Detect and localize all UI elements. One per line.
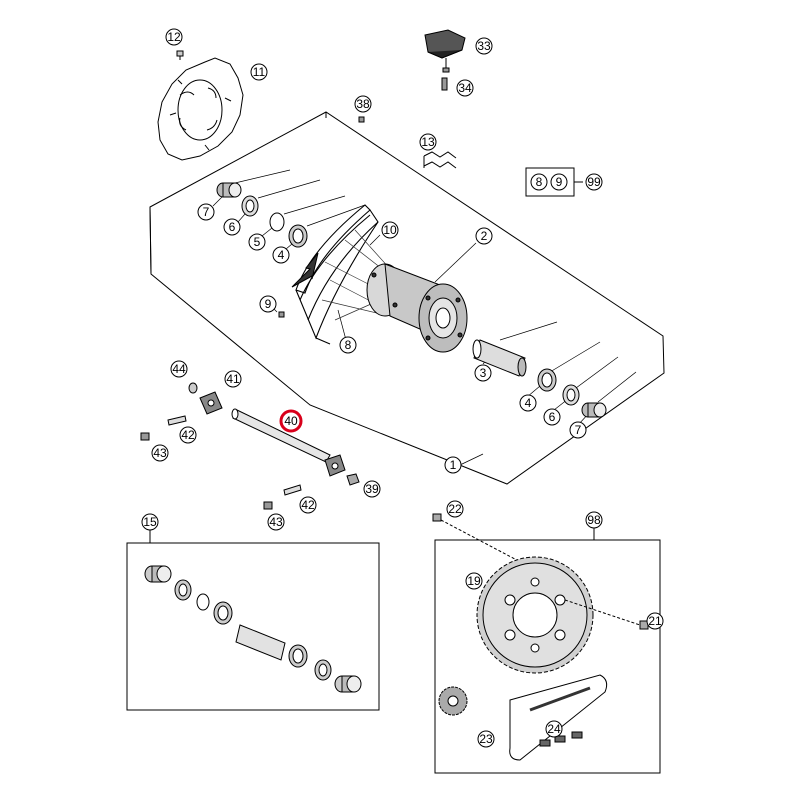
- bearing-4-right[interactable]: [537, 368, 557, 392]
- callout-42-right[interactable]: 42: [301, 498, 315, 512]
- callout-24[interactable]: 24: [547, 722, 561, 736]
- nipple-part-38[interactable]: [358, 116, 365, 123]
- axle-nut-39[interactable]: [346, 473, 360, 486]
- callout-2[interactable]: 2: [481, 229, 488, 243]
- front-sprocket[interactable]: [438, 686, 468, 716]
- callout-40-highlight[interactable]: [279, 409, 303, 433]
- chain-adjuster-41-right[interactable]: [324, 454, 346, 477]
- callout-33[interactable]: 33: [477, 39, 491, 53]
- callout-13[interactable]: 13: [421, 135, 435, 149]
- callout-9[interactable]: 9: [265, 297, 272, 311]
- callout-7-left[interactable]: 7: [203, 205, 210, 219]
- callout-15[interactable]: 15: [143, 515, 157, 529]
- callout-10[interactable]: 10: [383, 223, 397, 237]
- spacer-7-right[interactable]: [581, 402, 607, 418]
- callout-7-right[interactable]: 7: [575, 423, 582, 437]
- callout-12[interactable]: 12: [167, 30, 181, 44]
- seal-6-left[interactable]: [241, 195, 259, 217]
- callout-labels: 12 11 33 34 38 13 99 7 6 5 4 10 2 9 8 3 …: [143, 30, 662, 746]
- seal-6-right[interactable]: [562, 384, 580, 406]
- bearing-4-left[interactable]: [288, 224, 308, 248]
- callout-21[interactable]: 21: [648, 614, 662, 628]
- callout-98[interactable]: 98: [587, 513, 601, 527]
- callout-23[interactable]: 23: [479, 732, 493, 746]
- kit-box: [525, 167, 583, 197]
- chain-23[interactable]: [509, 674, 608, 761]
- adjust-screw-42-right[interactable]: [283, 484, 302, 496]
- kit-label-8: 8: [536, 175, 543, 189]
- callout-43-left[interactable]: 43: [153, 446, 167, 460]
- washer-44[interactable]: [188, 382, 198, 394]
- callout-11[interactable]: 11: [253, 65, 266, 79]
- nipple-9[interactable]: [278, 311, 285, 318]
- axle-spacer-3[interactable]: [472, 339, 527, 377]
- callout-38[interactable]: 38: [356, 97, 370, 111]
- nut-43-right[interactable]: [263, 501, 273, 510]
- chain-adjuster-41[interactable]: [199, 391, 223, 415]
- callout-22[interactable]: 22: [448, 502, 462, 516]
- callout-6-right[interactable]: 6: [549, 410, 556, 424]
- callout-41[interactable]: 41: [226, 372, 240, 386]
- adjust-screw-42-left[interactable]: [167, 415, 187, 426]
- callout-43-right[interactable]: 43: [269, 515, 283, 529]
- callout-1[interactable]: 1: [450, 458, 457, 472]
- kit-label-9: 9: [556, 175, 563, 189]
- rotation-arrow: [291, 252, 319, 288]
- cap-part-33[interactable]: [424, 29, 466, 73]
- callout-39[interactable]: 39: [365, 482, 379, 496]
- sprocket-frame: [434, 527, 661, 774]
- nut-43-left[interactable]: [140, 432, 150, 441]
- spoke-set-13[interactable]: [423, 151, 457, 169]
- disc-bolt-12[interactable]: [176, 50, 184, 60]
- callout-44[interactable]: 44: [172, 362, 186, 376]
- hub-2[interactable]: [366, 263, 468, 353]
- callout-40[interactable]: 40: [284, 414, 298, 428]
- spacer-7-left[interactable]: [216, 182, 242, 198]
- callouts: [141, 28, 664, 748]
- callout-6-left[interactable]: 6: [229, 220, 236, 234]
- sprocket-bolt-22[interactable]: [432, 513, 531, 568]
- callout-3[interactable]: 3: [480, 366, 487, 380]
- callout-4-right[interactable]: 4: [525, 396, 532, 410]
- circlip-5[interactable]: [269, 212, 285, 232]
- brake-disc[interactable]: [157, 57, 244, 161]
- callout-19[interactable]: 19: [467, 574, 481, 588]
- callout-42-left[interactable]: 42: [181, 428, 195, 442]
- pin-part-34[interactable]: [441, 77, 448, 91]
- callout-34[interactable]: 34: [458, 81, 472, 95]
- chain-links-24[interactable]: [539, 731, 583, 747]
- rear-sprocket-19[interactable]: [476, 556, 594, 674]
- callout-99[interactable]: 99: [587, 175, 601, 189]
- callout-8[interactable]: 8: [345, 338, 352, 352]
- hub-parts-frame: [126, 530, 380, 711]
- callout-4-left[interactable]: 4: [278, 248, 285, 262]
- hub-parts-15[interactable]: [144, 565, 362, 693]
- callout-5[interactable]: 5: [254, 235, 261, 249]
